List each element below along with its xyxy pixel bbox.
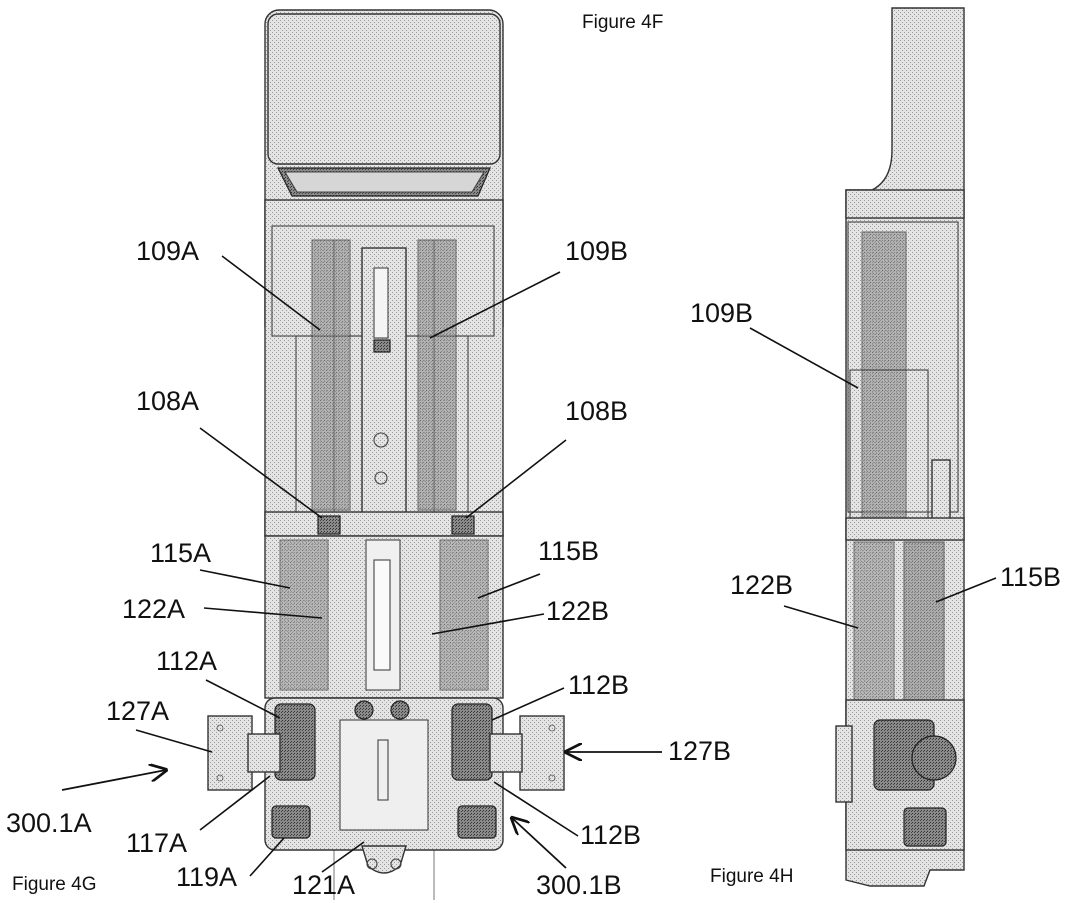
connector-127A: [207, 715, 253, 791]
ref-119A: 119A: [176, 862, 237, 892]
front-callouts: 109A 109B 108A 108B 115A 115B 122A 122B …: [6, 236, 731, 900]
side-view-device: [835, 7, 965, 887]
ref-117A: 117A: [126, 828, 187, 858]
ref-side-115B: 115B: [1000, 562, 1061, 592]
side-callouts: 109B 122B 115B: [690, 298, 1061, 629]
coil-119A: [271, 805, 311, 839]
side-cartridge: [861, 231, 907, 523]
ref-108B: 108B: [565, 396, 628, 426]
ref-109B: 109B: [565, 236, 628, 266]
connector-127B: [519, 715, 565, 791]
front-view-device: [207, 9, 565, 900]
cartridge-109A: [311, 239, 351, 511]
block-108B: [451, 515, 475, 535]
screw-left: [354, 700, 374, 720]
ref-109A: 109A: [136, 236, 199, 266]
ref-108A: 108A: [136, 386, 199, 416]
ref-112B-top: 112B: [568, 670, 629, 700]
ref-121A: 121A: [292, 870, 355, 900]
cartridge-109B: [417, 239, 457, 511]
ref-112B-bottom: 112B: [580, 820, 641, 850]
ref-122B: 122B: [546, 596, 609, 626]
figure-4h-label: Figure 4H: [710, 866, 793, 887]
nozzle-121A: [361, 845, 407, 874]
ref-112A: 112A: [156, 646, 217, 676]
ref-122A: 122A: [122, 594, 185, 624]
side-tube-115B: [903, 541, 945, 703]
coil-119B: [457, 805, 497, 839]
screw-right: [390, 700, 410, 720]
tube-115B: [439, 539, 489, 691]
valve-112B: [451, 703, 493, 781]
ref-115A: 115A: [150, 538, 211, 568]
ref-side-109B: 109B: [690, 298, 753, 328]
side-gear: [911, 735, 957, 781]
side-coil: [903, 807, 947, 847]
ref-side-122B: 122B: [730, 570, 793, 600]
ref-127A: 127A: [106, 696, 169, 726]
figure-4f-label: Figure 4F: [582, 12, 663, 33]
valve-112A: [274, 703, 316, 781]
ref-300-1B: 300.1B: [536, 870, 622, 900]
block-108A: [317, 515, 341, 535]
ref-300-1A: 300.1A: [6, 808, 92, 838]
ref-127B: 127B: [668, 736, 731, 766]
side-tube-122B: [853, 541, 895, 703]
upper-window: [267, 13, 501, 165]
figure-4g-label: Figure 4G: [12, 874, 96, 895]
ref-115B: 115B: [538, 536, 599, 566]
